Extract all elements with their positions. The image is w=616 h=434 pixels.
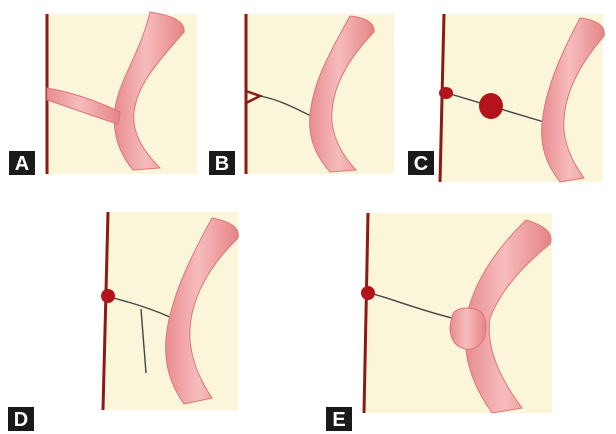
- panel-a-label: A: [15, 153, 29, 175]
- panel-d-wall-nodule: [101, 289, 115, 303]
- panel-b: B: [209, 14, 394, 175]
- panel-c-label: C: [414, 153, 428, 175]
- panel-c-wall-nodule: [439, 87, 453, 99]
- panel-c: C: [408, 14, 604, 182]
- panel-e-label: E: [332, 409, 345, 431]
- panel-d-label: D: [14, 409, 28, 431]
- panel-e-vessel-bulge: [450, 308, 486, 349]
- panel-d: D: [8, 212, 238, 431]
- panel-b-label: B: [215, 153, 229, 175]
- panel-e: E: [326, 213, 552, 431]
- panel-a: A: [9, 12, 197, 175]
- panel-e-wall-nodule: [361, 286, 375, 300]
- panel-c-mid-nodule: [479, 93, 503, 119]
